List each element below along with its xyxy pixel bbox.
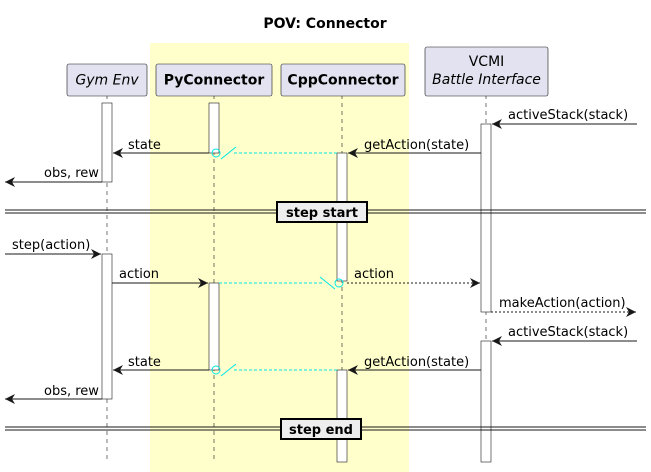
message-label: obs, rew — [44, 166, 99, 181]
participant-gym-env: Gym Env — [66, 63, 148, 97]
message-label: makeAction(action) — [499, 296, 626, 311]
message-label: getAction(state) — [364, 138, 469, 153]
message-action-2: action — [347, 267, 480, 288]
divider-label: step start — [286, 206, 358, 221]
message-get-action-1: getAction(state) — [348, 138, 481, 158]
activation-vcmi-1 — [480, 123, 492, 313]
message-step-action: step(action) — [5, 238, 101, 259]
participant-vcmi-label-line2: Battle Interface — [432, 72, 541, 88]
message-state-1: state — [113, 138, 209, 158]
diagram-title: POV: Connector — [263, 16, 386, 32]
message-label: action — [354, 267, 394, 282]
activation-py-connector-1 — [208, 102, 220, 154]
message-get-action-2: getAction(state) — [348, 355, 481, 375]
participant-cpp-connector-label: CppConnector — [287, 73, 398, 89]
message-active-stack-1: activeStack(stack) — [492, 108, 637, 129]
message-label: action — [119, 267, 159, 282]
divider-label: step end — [289, 423, 353, 438]
message-state-2: state — [113, 355, 209, 375]
participant-py-connector-label: PyConnector — [164, 73, 265, 89]
message-label: state — [128, 355, 161, 370]
activation-cpp-connector-2 — [336, 369, 348, 463]
message-label: obs, rew — [44, 384, 99, 399]
participant-cpp-connector: CppConnector — [280, 63, 406, 97]
participant-vcmi: VCMI Battle Interface — [424, 46, 549, 97]
message-obs-rew-2: obs, rew — [5, 384, 102, 404]
message-label: step(action) — [12, 238, 90, 253]
activation-vcmi-2 — [480, 340, 492, 463]
message-action-1: action — [112, 267, 208, 288]
message-label: state — [128, 138, 161, 153]
message-label: getAction(state) — [364, 355, 469, 370]
message-label: activeStack(stack) — [508, 325, 628, 340]
async-link-1 — [211, 146, 337, 160]
activation-gym-env-1 — [101, 102, 113, 183]
activation-gym-env-2 — [101, 253, 113, 400]
participant-py-connector: PyConnector — [155, 63, 273, 97]
message-make-action: makeAction(action) — [491, 296, 636, 317]
participant-vcmi-label-line1: VCMI — [469, 54, 505, 70]
async-link-2 — [219, 276, 344, 290]
message-active-stack-2: activeStack(stack) — [492, 325, 637, 346]
async-link-3 — [211, 363, 337, 377]
divider-step-end: step end — [5, 418, 646, 440]
message-obs-rew-1: obs, rew — [5, 166, 102, 187]
participant-gym-env-label: Gym Env — [75, 73, 139, 89]
connector-group-box — [150, 43, 409, 472]
activation-py-connector-2 — [208, 282, 220, 371]
message-label: activeStack(stack) — [508, 108, 628, 123]
divider-step-start: step start — [5, 201, 646, 223]
